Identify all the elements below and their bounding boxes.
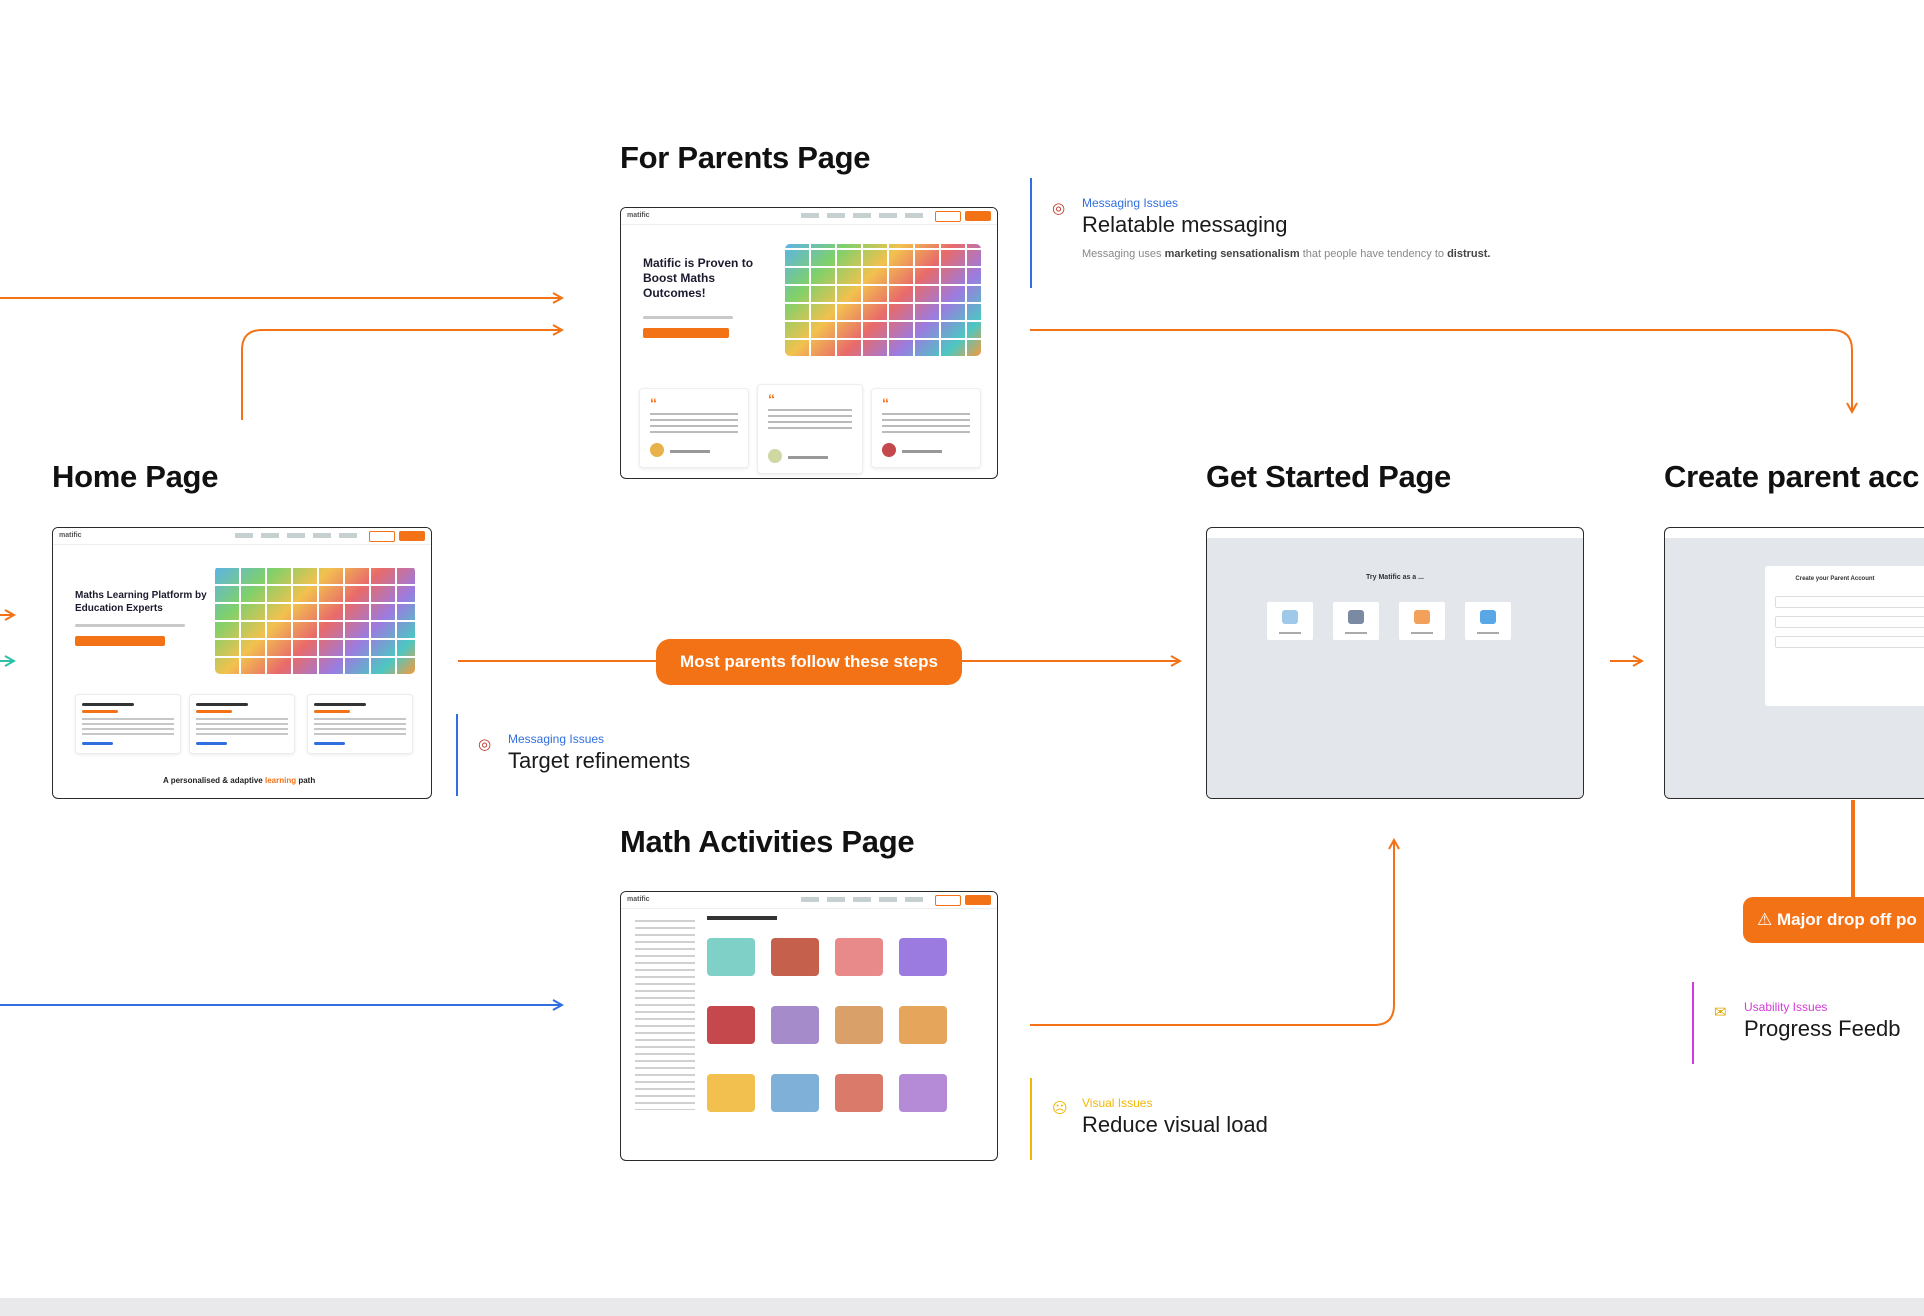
target-icon: ◎ <box>1052 200 1066 217</box>
testimonial-card: “ <box>639 388 749 468</box>
feature-card <box>307 694 413 754</box>
annotation-target-refinements: ◎ Messaging Issues Target refinements <box>456 714 794 796</box>
annotation-relatable-messaging: ◎ Messaging Issues Relatable messaging M… <box>1030 178 1568 288</box>
hero-cta-button <box>643 328 729 338</box>
create-parent-title: Create parent acc <box>1664 459 1920 494</box>
mini-navbar: matific <box>621 208 997 225</box>
bottom-bar <box>0 1298 1924 1316</box>
annotation-description: Messaging uses marketing sensationalism … <box>1082 248 1491 260</box>
signup-heading: Create your Parent Account <box>1795 576 1875 582</box>
annotation-heading: Relatable messaging <box>1082 212 1288 237</box>
get-started-heading: Try Matific as a ... <box>1366 574 1424 581</box>
annotation-category: Messaging Issues <box>508 732 605 746</box>
games-collage-image <box>215 566 415 674</box>
feature-card <box>189 694 295 754</box>
annotation-progress-feedback: ✉ Usability Issues Progress Feedb <box>1692 982 1924 1064</box>
home-hero-heading: Maths Learning Platform by Education Exp… <box>75 590 207 614</box>
get-started-title: Get Started Page <box>1206 459 1452 494</box>
annotation-heading: Reduce visual load <box>1082 1112 1268 1137</box>
mini-navbar: matific <box>53 528 431 545</box>
for-parents-screenshot[interactable]: matific Matific is Proven to Boost Maths… <box>620 207 998 479</box>
annotation-category: Visual Issues <box>1082 1096 1153 1110</box>
main-flow-label: Most parents follow these steps <box>656 639 962 685</box>
bell-icon: ✉ <box>1714 1004 1727 1021</box>
for-parents-hero-heading: Matific is Proven to Boost Maths Outcome… <box>643 256 754 300</box>
filter-sidebar <box>635 920 695 1110</box>
games-collage-image <box>785 244 981 356</box>
arrow-math-to-get-started <box>1030 840 1394 1026</box>
arrow-home-to-for-parents <box>241 330 562 420</box>
create-parent-screenshot[interactable]: Create your Parent Account <box>1664 527 1924 799</box>
signup-card: Create your Parent Account <box>1765 566 1924 706</box>
mini-navbar: matific <box>621 892 997 909</box>
role-card-student <box>1465 602 1511 640</box>
feature-card <box>75 694 181 754</box>
testimonial-card: “ <box>757 384 863 474</box>
math-activities-title: Math Activities Page <box>620 824 915 859</box>
role-card-school <box>1333 602 1379 640</box>
annotation-category: Messaging Issues <box>1082 196 1179 210</box>
role-card-parent <box>1399 602 1445 640</box>
annotation-category: Usability Issues <box>1744 1000 1828 1014</box>
target-icon: ◎ <box>478 736 492 753</box>
major-drop-off-label: ⚠ Major drop off po <box>1743 897 1924 943</box>
home-screenshot[interactable]: matific Maths Learning Platform by Educa… <box>52 527 432 799</box>
annotation-reduce-visual-load: ☹ Visual Issues Reduce visual load <box>1030 1078 1368 1160</box>
arrow-for-parents-to-create <box>1030 329 1852 412</box>
activities-heading <box>707 916 777 920</box>
for-parents-title: For Parents Page <box>620 140 871 175</box>
home-title: Home Page <box>52 459 219 494</box>
hero-cta-button <box>75 636 165 646</box>
annotation-heading: Progress Feedb <box>1744 1016 1901 1041</box>
get-started-screenshot[interactable]: Try Matific as a ... <box>1206 527 1584 799</box>
math-activities-screenshot[interactable]: matific <box>620 891 998 1161</box>
emoji-icon: ☹ <box>1052 1100 1068 1117</box>
role-card-teacher <box>1267 602 1313 640</box>
home-caption: A personalised & adaptive learning path <box>163 776 316 785</box>
testimonial-card: “ <box>871 388 981 468</box>
annotation-heading: Target refinements <box>508 748 691 773</box>
